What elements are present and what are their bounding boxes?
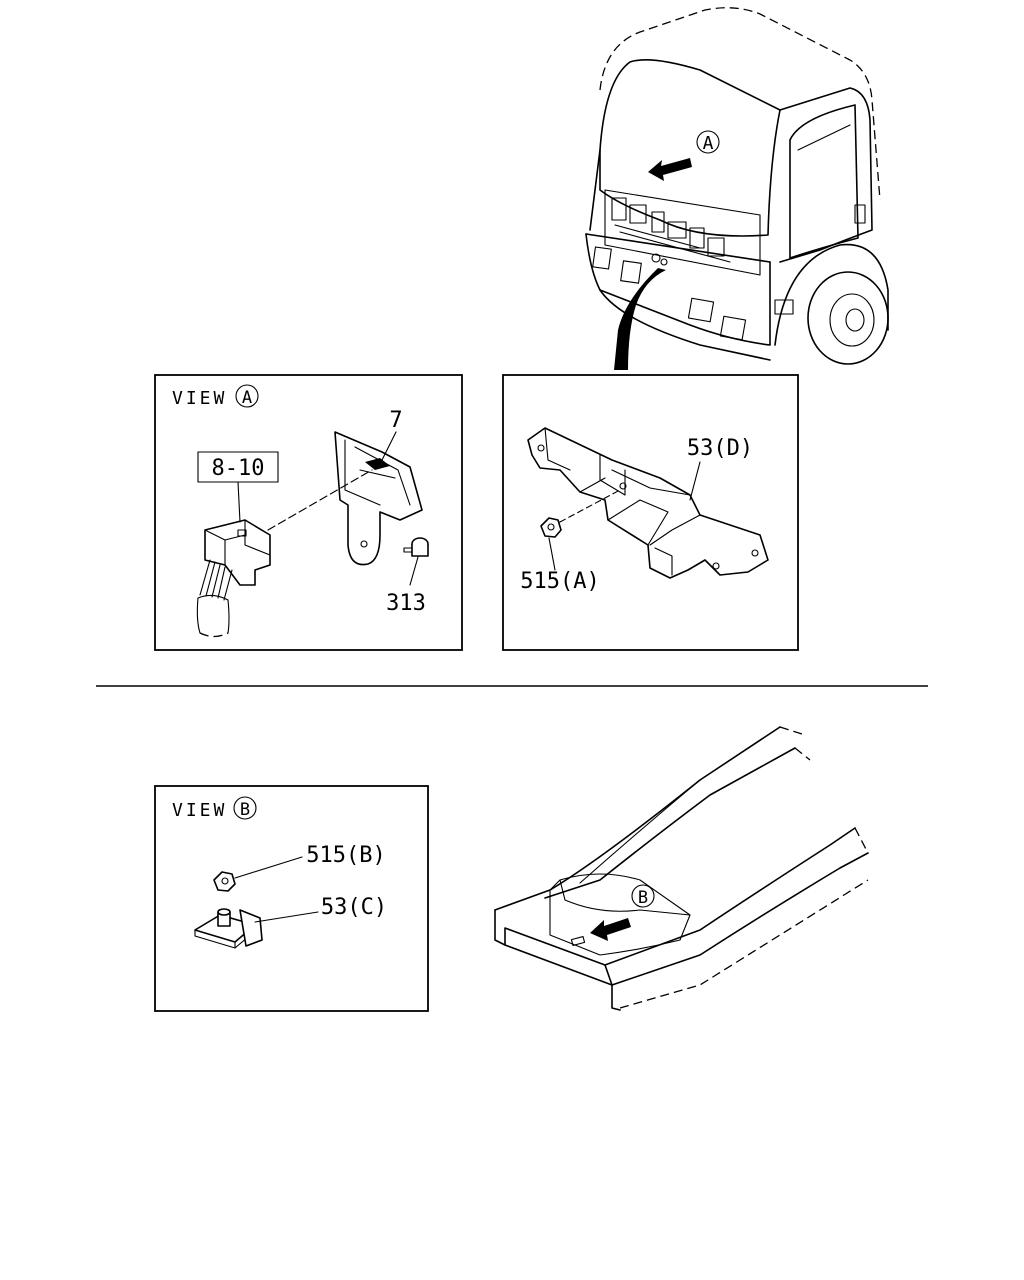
clip-53c-drawing bbox=[194, 908, 263, 949]
chassis-frame-illustration: B bbox=[494, 726, 869, 1011]
part-7-label: 7 bbox=[389, 408, 402, 433]
bolt-313-drawing bbox=[403, 537, 429, 557]
view-a-prefix: VIEW bbox=[172, 388, 227, 409]
view-b-prefix: VIEW bbox=[172, 800, 227, 821]
part-53c-label: 53(C) bbox=[321, 895, 387, 920]
frame-view-marker: B bbox=[638, 888, 648, 908]
connector-drawing bbox=[196, 519, 271, 638]
view-a-panel: VIEW A 8-10 7 bbox=[154, 374, 463, 651]
part-515a-label: 515(A) bbox=[520, 569, 599, 594]
bracket-53d-drawing bbox=[527, 427, 769, 579]
part-8-10-label: 8-10 bbox=[212, 456, 265, 481]
bracket-53d-panel: 53(D) 515(A) bbox=[502, 374, 799, 651]
bracket-7-drawing bbox=[334, 431, 423, 566]
truck-cab-illustration: A bbox=[585, 7, 889, 370]
nut-515a-drawing bbox=[540, 517, 562, 538]
cab-view-marker: A bbox=[703, 133, 714, 154]
nut-515b-drawing bbox=[213, 871, 236, 892]
part-313-label: 313 bbox=[386, 591, 426, 616]
view-a-marker: A bbox=[242, 388, 252, 408]
view-b-marker: B bbox=[240, 800, 250, 820]
view-b-panel: VIEW B 515(B) 53(C) bbox=[154, 785, 429, 1012]
part-515b-label: 515(B) bbox=[306, 843, 385, 868]
part-53d-label: 53(D) bbox=[687, 436, 753, 461]
